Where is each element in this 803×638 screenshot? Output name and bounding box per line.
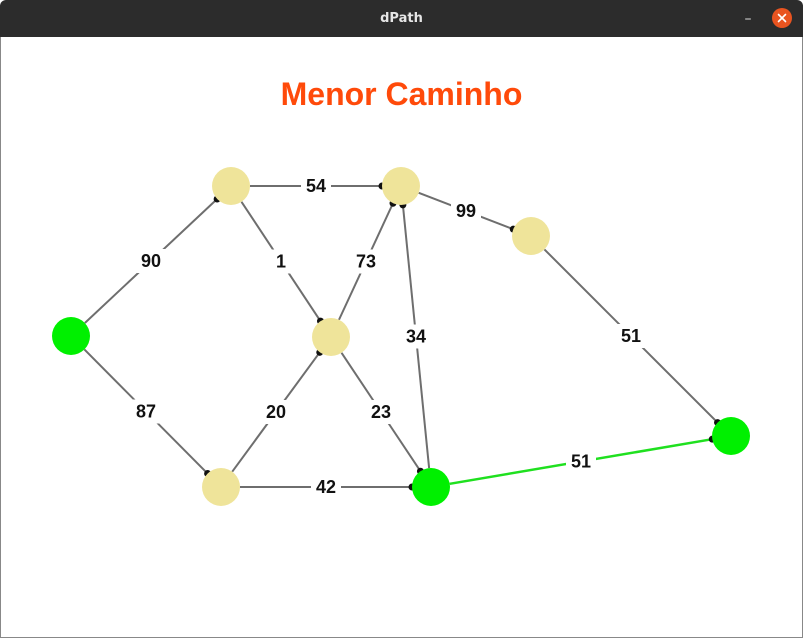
edge-label-bg (351, 249, 381, 274)
window-title: dPath (380, 11, 423, 26)
edge-weight-label: 23 (371, 402, 391, 422)
edge-label-bg (131, 399, 161, 424)
edge-weight-label: 20 (266, 402, 286, 422)
graph-node-d[interactable] (312, 318, 350, 356)
nodes-layer (52, 167, 750, 506)
graph-node-h[interactable] (712, 417, 750, 455)
edge-weight-label: 42 (316, 477, 336, 497)
page-title: Menor Caminho (280, 76, 523, 112)
edge-weight-label: 87 (136, 402, 156, 422)
close-button[interactable] (772, 8, 792, 28)
edge-label-bg (366, 400, 396, 424)
graph-node-b[interactable] (212, 167, 250, 205)
edge-label-bg (401, 324, 431, 349)
window-titlebar[interactable]: dPath – (0, 0, 803, 37)
graph-node-g[interactable] (512, 217, 550, 255)
edge-weight-label: 51 (571, 452, 591, 472)
graph-node-e[interactable] (382, 167, 420, 205)
close-icon (777, 13, 787, 23)
graph-node-a[interactable] (52, 317, 90, 355)
edge-label-bg (451, 199, 481, 223)
edge-weight-label: 73 (356, 252, 376, 272)
edge-label-bg (136, 249, 166, 273)
edge-weight-label: 54 (306, 176, 326, 196)
edge-label-bg (301, 174, 331, 198)
edge-label-bg (616, 324, 646, 348)
graph-node-c[interactable] (202, 468, 240, 506)
edge-weight-label: 90 (141, 251, 161, 271)
edge-label-bg (266, 249, 296, 274)
edge-weight-label: 1 (276, 252, 286, 272)
edge-label-bg (566, 449, 596, 474)
edge-label-bg (261, 400, 291, 424)
edge-weight-label: 34 (406, 327, 426, 347)
minimize-button[interactable]: – (744, 11, 752, 27)
edge-weight-label: 51 (621, 326, 641, 346)
edge-weight-label: 99 (456, 201, 476, 221)
edge-label-bg (311, 475, 341, 499)
graph-node-f[interactable] (412, 468, 450, 506)
labels-layer: 90 87 54 1 73 20 23 34 99 51 42 51 (131, 174, 646, 499)
